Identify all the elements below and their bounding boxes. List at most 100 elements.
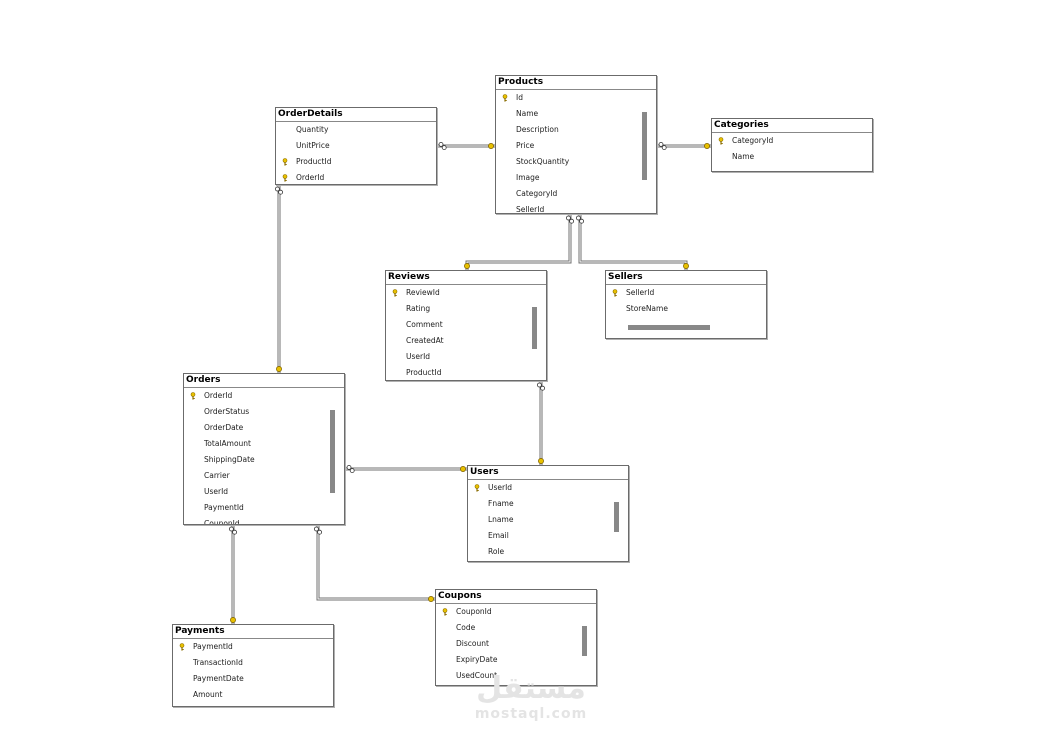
- column-name: Comment: [406, 320, 443, 329]
- column-row[interactable]: Description: [496, 122, 656, 138]
- vertical-scrollbar[interactable]: [614, 502, 619, 532]
- primary-key-icon: [392, 289, 398, 297]
- column-row[interactable]: OrderId: [276, 170, 436, 184]
- column-row[interactable]: Name: [712, 149, 872, 165]
- column-row[interactable]: OrderDate: [184, 420, 344, 436]
- column-row[interactable]: Price: [496, 138, 656, 154]
- column-name: Price: [516, 141, 535, 150]
- column-row[interactable]: UnitPrice: [276, 138, 436, 154]
- column-row[interactable]: StoreName: [606, 301, 766, 317]
- column-row[interactable]: ExpiryDate: [436, 652, 596, 668]
- column-row[interactable]: UserId: [184, 484, 344, 500]
- column-row[interactable]: CreatedAt: [386, 333, 546, 349]
- column-row[interactable]: Quantity: [276, 122, 436, 138]
- key-end-icon: [460, 466, 466, 472]
- many-end-icon: [278, 189, 284, 195]
- column-row[interactable]: Rating: [386, 301, 546, 317]
- primary-key-icon: [474, 484, 480, 492]
- column-name: PaymentDate: [193, 674, 244, 683]
- column-row[interactable]: UserId: [468, 480, 628, 496]
- column-row[interactable]: Lname: [468, 512, 628, 528]
- column-row[interactable]: CategoryId: [712, 133, 872, 149]
- horizontal-scrollbar[interactable]: [628, 325, 710, 330]
- vertical-scrollbar[interactable]: [582, 626, 587, 656]
- many-end-icon: [313, 526, 319, 532]
- column-row[interactable]: ShippingDate: [184, 452, 344, 468]
- column-row[interactable]: SellerId: [606, 285, 766, 301]
- column-row[interactable]: Discount: [436, 636, 596, 652]
- column-row[interactable]: OrderStatus: [184, 404, 344, 420]
- column-name: UserId: [406, 352, 431, 361]
- primary-key-icon: [502, 94, 508, 102]
- column-row[interactable]: StockQuantity: [496, 154, 656, 170]
- column-row[interactable]: PaymentId: [173, 639, 333, 655]
- table-title: Categories: [712, 119, 872, 133]
- column-row[interactable]: ReviewId: [386, 285, 546, 301]
- column-row[interactable]: Image: [496, 170, 656, 186]
- vertical-scrollbar[interactable]: [330, 410, 335, 493]
- vertical-scrollbar[interactable]: [642, 112, 647, 180]
- column-row[interactable]: Role: [468, 544, 628, 560]
- column-name: PaymentId: [193, 642, 233, 651]
- column-row[interactable]: Email: [468, 528, 628, 544]
- column-name: Rating: [406, 304, 431, 313]
- column-name: UnitPrice: [296, 141, 330, 150]
- column-row[interactable]: Comment: [386, 317, 546, 333]
- key-end-icon: [488, 143, 494, 149]
- column-row[interactable]: UserId: [386, 349, 546, 365]
- many-end-icon: [232, 529, 238, 535]
- column-row[interactable]: Fname: [468, 496, 628, 512]
- many-end-icon: [438, 141, 444, 147]
- column-name: Lname: [488, 515, 514, 524]
- column-row[interactable]: UsedCount: [436, 668, 596, 684]
- column-row[interactable]: OrderId: [184, 388, 344, 404]
- column-row[interactable]: CouponId: [184, 516, 344, 524]
- column-row[interactable]: PaymentId: [184, 500, 344, 516]
- column-row[interactable]: CategoryId: [496, 186, 656, 202]
- table-title: OrderDetails: [276, 108, 436, 122]
- column-row[interactable]: ProductId: [276, 154, 436, 170]
- column-name: OrderId: [204, 391, 233, 400]
- table-title: Users: [468, 466, 628, 480]
- table-title: Products: [496, 76, 656, 90]
- column-row[interactable]: TotalAmount: [184, 436, 344, 452]
- column-name: PaymentId: [204, 503, 244, 512]
- many-end-icon: [228, 526, 234, 532]
- column-row[interactable]: Amount: [173, 687, 333, 703]
- column-row[interactable]: Name: [496, 106, 656, 122]
- column-row[interactable]: Carrier: [184, 468, 344, 484]
- vertical-scrollbar[interactable]: [532, 307, 537, 349]
- column-name: Code: [456, 623, 476, 632]
- column-row[interactable]: TransactionId: [173, 655, 333, 671]
- column-row[interactable]: CouponId: [436, 604, 596, 620]
- column-row[interactable]: PaymentDate: [173, 671, 333, 687]
- table-title: Sellers: [606, 271, 766, 285]
- column-row[interactable]: Id: [496, 90, 656, 106]
- column-row[interactable]: SellerId: [496, 202, 656, 213]
- column-name: StoreName: [626, 304, 668, 313]
- column-name: UsedCount: [456, 671, 498, 680]
- column-row[interactable]: Code: [436, 620, 596, 636]
- many-end-icon: [579, 218, 584, 224]
- watermark-latin: mostaql.com: [474, 706, 588, 722]
- many-end-icon: [441, 145, 447, 151]
- column-name: Id: [516, 93, 523, 102]
- column-row[interactable]: ProductId: [386, 365, 546, 380]
- key-end-icon: [464, 263, 470, 269]
- column-name: ShippingDate: [204, 455, 255, 464]
- many-end-icon: [537, 382, 542, 388]
- column-name: Amount: [193, 690, 223, 699]
- many-end-icon: [576, 215, 581, 221]
- column-name: Fname: [488, 499, 514, 508]
